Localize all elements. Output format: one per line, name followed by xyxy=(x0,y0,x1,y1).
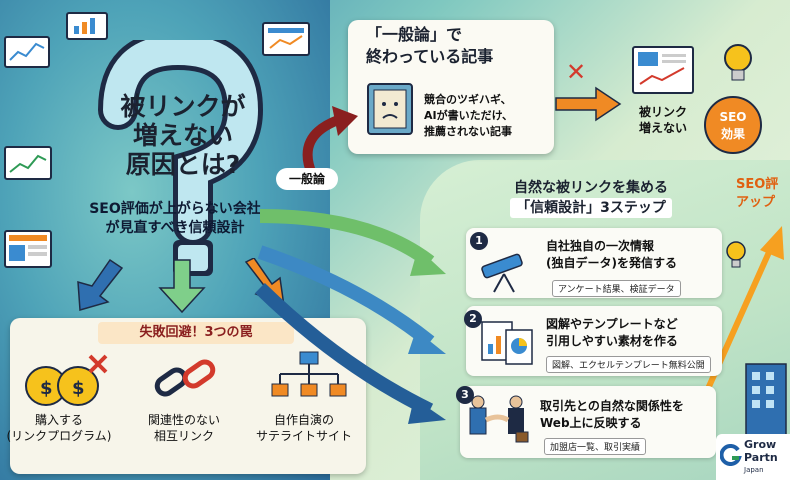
step-1-line2: (独自データ)を発信する xyxy=(546,256,677,270)
orange-arrow-right xyxy=(555,86,622,122)
logo-line1: Grow xyxy=(744,438,777,451)
money-bag-icon: $ $ xyxy=(25,354,108,406)
general-arrow-label: 一般論 xyxy=(276,168,338,190)
logo-text: Grow Partn Japan xyxy=(744,438,778,477)
step-2-line2: 引用しやすい素材を作る xyxy=(546,334,678,348)
general-desc-line2: AIが書いただけ、 xyxy=(424,109,514,122)
monitor-chart-icon xyxy=(4,36,50,68)
step-2-text: 図解やテンプレートなど 引用しやすい素材を作る xyxy=(546,316,722,350)
svg-text:$: $ xyxy=(40,378,53,399)
hero-subtitle: SEO評価が上がらない会社 が見直すべき信頼設計 xyxy=(60,200,290,238)
g-logo-icon xyxy=(720,444,742,466)
general-desc-line1: 競合のツギハギ、 xyxy=(424,93,512,106)
step-2-line1: 図解やテンプレートなど xyxy=(546,317,678,331)
general-heading-line1: 「一般論」で xyxy=(366,25,463,44)
building-icon xyxy=(745,363,787,440)
trap-2-line2: 相互リンク xyxy=(153,429,214,443)
general-desc-line3: 推薦されない記事 xyxy=(424,125,512,138)
result-text: 被リンク 増えない xyxy=(628,104,698,136)
logo-line2: Partn xyxy=(744,451,778,464)
general-heading-line2: 終わっている記事 xyxy=(366,47,494,66)
lightbulb-icon xyxy=(724,44,752,81)
hero-title-line3: 原因とは? xyxy=(125,150,241,179)
trap-item-3: 自作自演の サテライトサイト xyxy=(246,412,362,444)
step-2-tag: 図解、エクセルテンプレート無料公開 xyxy=(546,356,711,373)
hero-subtitle-line1: SEO評価が上がらない会社 xyxy=(89,201,261,217)
red-curved-arrow xyxy=(302,106,358,179)
flow-arrows xyxy=(255,209,446,424)
monitor-line-icon xyxy=(4,146,52,180)
result-line2: 増えない xyxy=(638,121,687,135)
hero-title-line1: 被リンクが xyxy=(120,92,246,121)
result-monitor-icon xyxy=(632,46,694,94)
seo-up-label: SEO評 アップ xyxy=(736,177,779,210)
step-1-tag: アンケート結果、検証データ xyxy=(552,280,681,297)
sad-book-icon xyxy=(367,83,413,135)
handshake-icon xyxy=(469,395,529,443)
step-1-number: 1 xyxy=(470,232,488,250)
step-3-tag: 加盟店一覧、取引実績 xyxy=(544,438,647,455)
trap-item-2: 関連性のない 相互リンク xyxy=(128,412,240,444)
trap-1-line2: (リンクプログラム) xyxy=(6,429,112,443)
step-3-line1: 取引先との自然な関係性を xyxy=(540,399,684,413)
trap-item-1: 購入する (リンクプログラム) xyxy=(0,412,118,444)
hero-title-line2: 増えない xyxy=(132,121,233,150)
steps-heading: 自然な被リンクを集める 「信頼設計」3ステップ xyxy=(466,178,716,218)
document-chart-icon xyxy=(481,321,533,365)
step-3-number: 3 xyxy=(456,386,474,404)
trap-1-line1: 購入する xyxy=(34,413,83,427)
broken-link-icon xyxy=(154,359,216,397)
hero-subtitle-line2: が見直すべき信頼設計 xyxy=(105,220,245,236)
trap-3-line2: サテライトサイト xyxy=(255,429,352,443)
general-description: 競合のツギハギ、 AIが書いただけ、 推薦されない記事 xyxy=(424,92,552,140)
svg-text:$: $ xyxy=(72,378,85,399)
monitor-window-icon xyxy=(4,230,52,268)
steps-heading-line1: 自然な被リンクを集める xyxy=(514,180,668,196)
company-logo: Grow Partn Japan xyxy=(716,434,790,480)
trap-2-line1: 関連性のない xyxy=(147,413,220,427)
monitor-chart-right-icon xyxy=(262,22,310,56)
steps-heading-line2: 「信頼設計」3ステップ xyxy=(510,198,672,218)
sitemap-icon xyxy=(271,351,347,397)
small-lightbulb-icon xyxy=(726,241,746,268)
result-line1: 被リンク xyxy=(638,105,687,119)
monitor-bar-icon xyxy=(66,12,108,40)
trap-3-line1: 自作自演の xyxy=(273,413,334,427)
cross-icon: ✕ xyxy=(566,58,587,86)
general-heading: 「一般論」で 終わっている記事 xyxy=(366,24,546,68)
step-3-text: 取引先との自然な関係性を Web上に反映する xyxy=(540,398,716,432)
seo-effect-badge: SEO 効果 xyxy=(704,96,762,154)
telescope-icon xyxy=(481,253,523,293)
step-1-text: 自社独自の一次情報 (独自データ)を発信する xyxy=(546,238,722,272)
traps-heading: 失敗回避！3つの罠 xyxy=(98,322,294,344)
step-3-line2: Web上に反映する xyxy=(540,416,642,430)
logo-line3: Japan xyxy=(744,466,764,474)
hero-title: 被リンクが 増えない 原因とは? xyxy=(108,92,258,179)
step-2-number: 2 xyxy=(464,310,482,328)
step-1-line1: 自社独自の一次情報 xyxy=(546,239,655,253)
